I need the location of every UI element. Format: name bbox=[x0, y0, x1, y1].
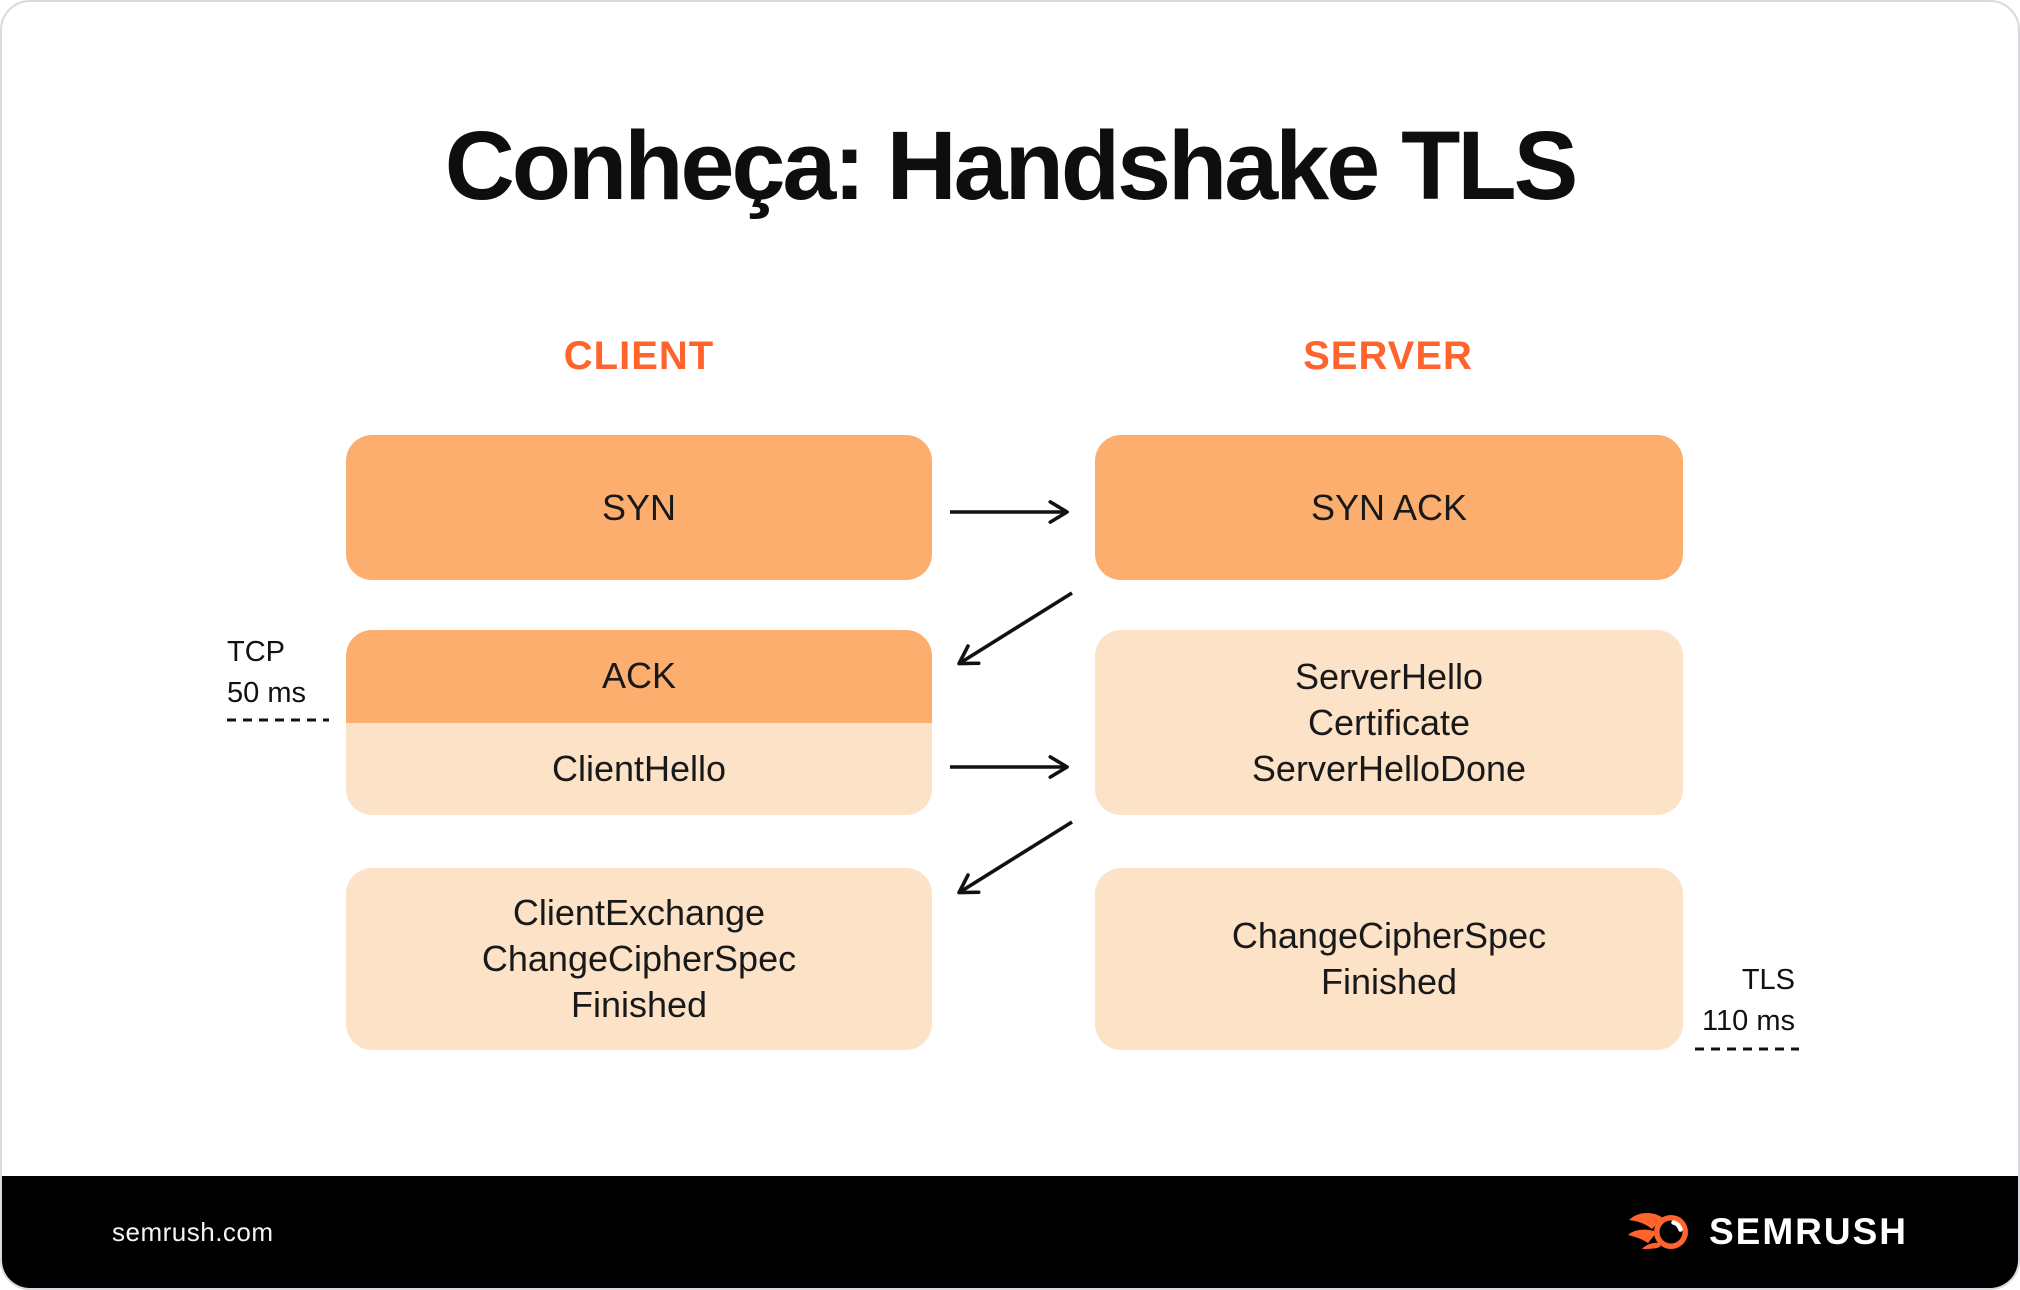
tls-time: 110 ms bbox=[1702, 1005, 1795, 1037]
ack-label: ACK bbox=[601, 655, 677, 697]
server-column-label: SERVER bbox=[1303, 334, 1473, 378]
brand-name: SEMRUSH bbox=[1708, 1211, 1908, 1252]
certificate-line: Certificate bbox=[1307, 701, 1471, 743]
changecipherspec-line: ChangeCipherSpec bbox=[481, 938, 797, 979]
tcp-protocol: TCP bbox=[227, 636, 285, 668]
client-column-label: CLIENT bbox=[563, 334, 715, 378]
syn-label: SYN bbox=[601, 486, 677, 528]
footer-site-url: semrush.com bbox=[112, 1216, 274, 1247]
clientexchange-line: ClientExchange bbox=[512, 892, 766, 933]
syn-ack-label: SYN ACK bbox=[1310, 486, 1468, 528]
serverhello-box: ServerHello Certificate ServerHelloDone bbox=[1095, 630, 1683, 815]
footer-bar: semrush.com SEMRUSH bbox=[2, 1176, 2018, 1288]
server-changecipherspec-line: ChangeCipherSpec bbox=[1231, 915, 1547, 956]
syn-ack-box: SYN ACK bbox=[1095, 435, 1683, 580]
ack-segment: ACK bbox=[346, 630, 932, 723]
clienthello-segment: ClientHello bbox=[346, 722, 932, 815]
arrow-synack-to-ack bbox=[957, 591, 1073, 666]
arrow-serverhello-to-clientexchange bbox=[957, 820, 1073, 895]
tls-timing-label: TLS 110 ms bbox=[1685, 960, 1795, 1042]
tcp-time: 50 ms bbox=[227, 677, 306, 709]
page-title: Conheça: Handshake TLS bbox=[444, 111, 1579, 220]
tcp-timing-label: TCP 50 ms bbox=[227, 632, 337, 714]
finished-line: Finished bbox=[570, 984, 708, 1025]
server-finished-line: Finished bbox=[1320, 961, 1458, 1002]
tls-protocol: TLS bbox=[1741, 964, 1795, 996]
ack-clienthello-box: ACK ClientHello bbox=[346, 630, 932, 815]
semrush-flame-icon bbox=[1627, 1212, 1688, 1249]
syn-box: SYN bbox=[346, 435, 932, 580]
serverhellodone-line: ServerHelloDone bbox=[1251, 747, 1527, 789]
brand-logo: SEMRUSH bbox=[1625, 1208, 1908, 1256]
clientexchange-box: ClientExchange ChangeCipherSpec Finished bbox=[346, 868, 932, 1050]
clienthello-label: ClientHello bbox=[551, 747, 727, 789]
server-finish-box: ChangeCipherSpec Finished bbox=[1095, 868, 1683, 1050]
serverhello-line: ServerHello bbox=[1294, 655, 1484, 697]
